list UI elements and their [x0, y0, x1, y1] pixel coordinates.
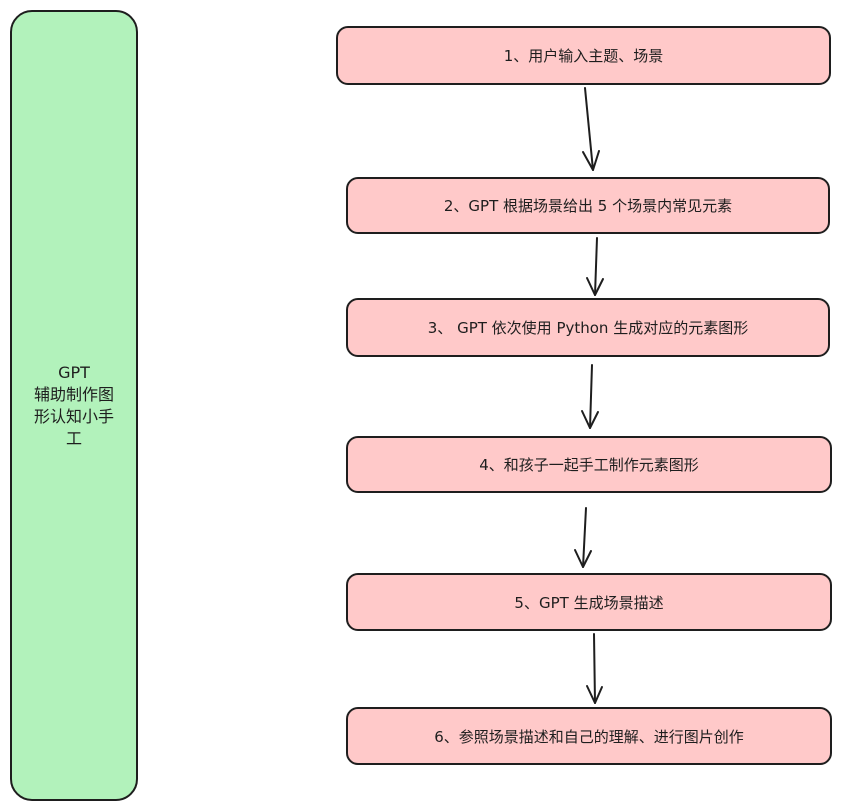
step-3-label: 3、 GPT 依次使用 Python 生成对应的元素图形	[427, 319, 749, 337]
sidebar-panel: GPT 辅助制作图 形认知小手 工	[10, 10, 138, 801]
step-4-box: 4、和孩子一起手工制作元素图形	[346, 436, 832, 493]
step-5-box: 5、GPT 生成场景描述	[346, 573, 832, 631]
sidebar-label: GPT 辅助制作图 形认知小手 工	[33, 362, 114, 448]
step-1-label: 1、用户输入主题、场景	[503, 47, 664, 65]
step-4-label: 4、和孩子一起手工制作元素图形	[479, 456, 699, 474]
step-2-label: 2、GPT 根据场景给出 5 个场景内常见元素	[443, 197, 733, 215]
arrow-1-to-2	[582, 87, 600, 171]
step-1-box: 1、用户输入主题、场景	[336, 26, 831, 85]
arrow-3-to-4	[581, 364, 599, 429]
step-6-label: 6、参照场景描述和自己的理解、进行图片创作	[434, 727, 744, 746]
step-3-box: 3、 GPT 依次使用 Python 生成对应的元素图形	[346, 298, 830, 357]
step-5-label: 5、GPT 生成场景描述	[514, 593, 664, 612]
step-6-box: 6、参照场景描述和自己的理解、进行图片创作	[346, 707, 832, 765]
arrow-5-to-6	[586, 633, 603, 704]
arrow-4-to-5	[574, 507, 592, 568]
arrow-2-to-3	[586, 237, 604, 296]
step-2-box: 2、GPT 根据场景给出 5 个场景内常见元素	[346, 177, 830, 234]
